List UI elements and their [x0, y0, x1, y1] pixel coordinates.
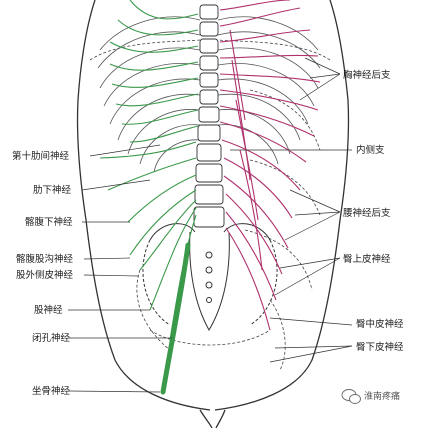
label-superior-cluneal: 臀上皮神经 [343, 253, 391, 265]
label-middle-cluneal: 臀中皮神经 [356, 318, 404, 330]
label-intercostal-10: 第十肋间神经 [12, 150, 70, 162]
label-inferior-cluneal: 臀下皮神经 [356, 341, 404, 353]
label-medial-branch: 内侧支 [356, 144, 385, 156]
label-subcostal: 肋下神经 [33, 184, 72, 196]
spine [193, 4, 225, 228]
dermatome-outlines [89, 39, 331, 371]
label-thoracic-posterior-branch: 胸神经后支 [343, 69, 391, 81]
wechat-icon [341, 389, 361, 404]
leader-lines [67, 57, 353, 393]
label-sciatic: 坐骨神经 [32, 385, 71, 397]
watermark: 淮南疼痛 [341, 389, 400, 404]
body-outline [76, 0, 350, 428]
watermark-text: 淮南疼痛 [364, 390, 400, 402]
label-ilioinguinal: 髂腹股沟神经 [16, 253, 74, 265]
label-obturator: 闭孔神经 [32, 332, 71, 344]
ribs-left [97, 16, 201, 173]
pelvis [142, 223, 278, 331]
magenta-nerves [219, 0, 321, 331]
label-lumbar-posterior-branch: 腰神经后支 [343, 207, 391, 219]
ribs-right [217, 16, 321, 165]
sciatic-nerve [160, 242, 191, 395]
label-iliohypogastric: 髂腹下神经 [25, 216, 73, 228]
label-femoral: 股神经 [34, 304, 63, 316]
green-nerves [99, 0, 199, 341]
label-lateral-femoral-cutaneous: 股外侧皮神经 [16, 269, 74, 281]
